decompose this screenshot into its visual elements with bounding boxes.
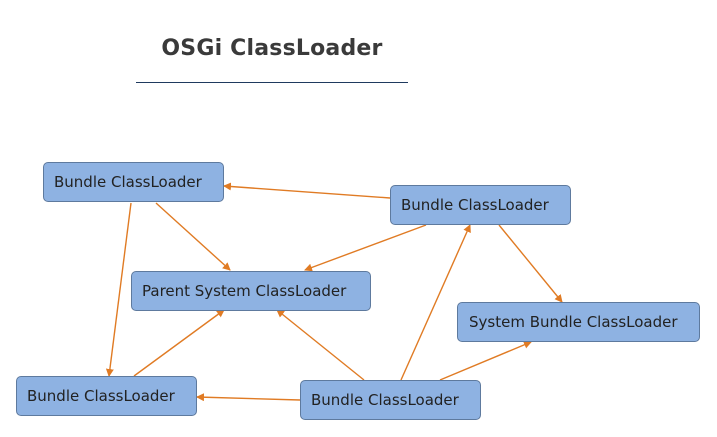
diagram-title: OSGi ClassLoader	[161, 36, 383, 61]
arrow-bundle_b-to-parent_system	[304, 224, 427, 272]
title-underline	[136, 82, 408, 83]
arrow-bundle_a-to-bundle_c	[105, 202, 132, 377]
arrow-bundle_d-to-parent_system	[276, 309, 365, 381]
arrow-bundle_b-to-bundle_a	[223, 182, 391, 199]
node-label: Parent System ClassLoader	[142, 282, 347, 300]
bundle-classloader-node: Bundle ClassLoader	[300, 380, 481, 420]
node-label: System Bundle ClassLoader	[469, 313, 678, 331]
arrow-bundle_a-to-parent_system	[155, 202, 231, 271]
parent-system-classloader-node: Parent System ClassLoader	[131, 271, 371, 311]
bundle-classloader-node: Bundle ClassLoader	[390, 185, 571, 225]
node-label: Bundle ClassLoader	[401, 196, 549, 214]
arrow-bundle_d-to-system_bundle	[439, 341, 532, 381]
arrow-bundle_b-to-system_bundle	[498, 224, 563, 303]
arrow-bundle_d-to-bundle_b	[400, 224, 471, 381]
arrow-bundle_c-to-parent_system	[133, 309, 225, 377]
node-label: Bundle ClassLoader	[54, 173, 202, 191]
bundle-classloader-node: Bundle ClassLoader	[43, 162, 224, 202]
node-label: Bundle ClassLoader	[311, 391, 459, 409]
bundle-classloader-node: Bundle ClassLoader	[16, 376, 197, 416]
node-label: Bundle ClassLoader	[27, 387, 175, 405]
system-bundle-classloader-node: System Bundle ClassLoader	[457, 302, 700, 342]
arrow-bundle_d-to-bundle_c	[196, 393, 301, 402]
